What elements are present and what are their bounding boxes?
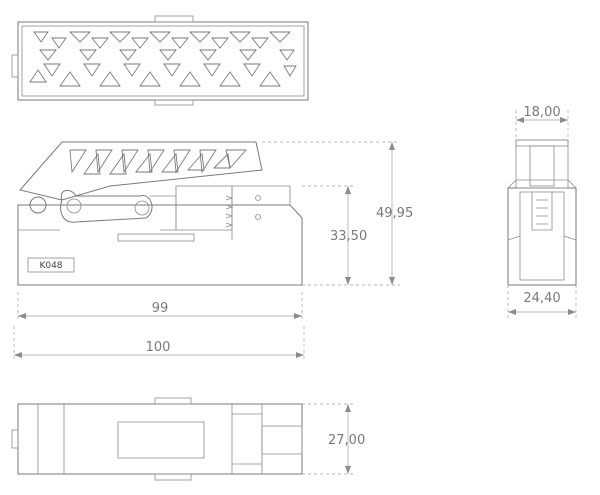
top-view	[11, 15, 309, 106]
dim-length-total: 100	[146, 340, 171, 355]
bottom-view	[11, 397, 303, 481]
bottom-dimensions: 27,00	[302, 403, 365, 475]
front-dimensions: 49,95 33,50 99 100	[13, 141, 413, 360]
dim-length-inner: 99	[152, 301, 169, 316]
side-view	[507, 139, 577, 286]
part-label: K048	[39, 261, 62, 271]
dim-height-base: 33,50	[330, 229, 367, 244]
dim-side-top: 18,00	[523, 105, 560, 120]
front-view: K048	[17, 141, 303, 286]
side-dimensions: 18,00 24,40	[507, 105, 577, 318]
lever-lattice	[69, 149, 248, 175]
top-view-lattice	[29, 31, 297, 87]
dim-height-total: 49,95	[376, 206, 413, 221]
dim-side-bottom: 24,40	[523, 291, 560, 306]
dim-bottom-width: 27,00	[328, 433, 365, 448]
